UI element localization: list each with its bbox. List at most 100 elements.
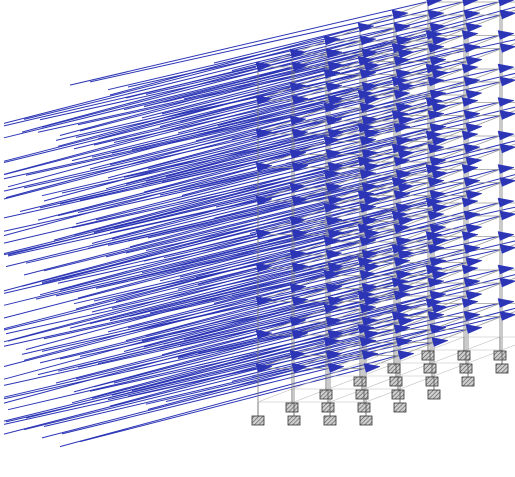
support-icon [423, 363, 437, 374]
load-arrow-icon [463, 277, 481, 288]
load-line [25, 267, 329, 350]
load-arrow-icon [255, 329, 273, 340]
load-line [3, 66, 257, 127]
load-arrow-icon [327, 296, 345, 306]
load-line [3, 275, 325, 347]
load-arrow-icon [429, 223, 447, 234]
load-arrow-icon [289, 182, 307, 193]
load-line [23, 187, 363, 276]
load-arrow-icon [499, 76, 515, 87]
load-arrow-icon [395, 169, 413, 180]
load-line [77, 53, 399, 126]
load-arrow-icon [393, 290, 411, 301]
load-line [231, 1, 499, 72]
load-line [127, 262, 395, 329]
load-line [109, 27, 359, 96]
load-arrow-icon [395, 337, 413, 347]
load-arrow-icon [465, 324, 483, 334]
load-arrow-icon [255, 128, 273, 139]
load-arrow-icon [325, 249, 343, 260]
load-arrow-icon [255, 296, 273, 306]
load-arrow-icon [461, 164, 479, 174]
load-arrow-icon [465, 89, 483, 100]
load-line [113, 154, 399, 229]
load-arrow-icon [426, 0, 443, 7]
load-arrow-icon [429, 290, 447, 301]
load-arrow-icon [323, 69, 341, 79]
load-arrow-icon [289, 249, 307, 260]
base-line [359, 349, 395, 364]
load-line [61, 200, 365, 280]
load-arrow-icon [323, 35, 341, 46]
load-arrow-icon [361, 82, 379, 92]
load-arrow-icon [397, 216, 415, 226]
load-arrow-icon [461, 231, 479, 241]
load-arrow-icon [325, 216, 343, 226]
load-arrow-icon [391, 9, 409, 20]
load-arrow-icon [291, 128, 309, 139]
load-arrow-icon [427, 210, 445, 221]
load-arrow-icon [465, 190, 483, 200]
load-arrow-icon [397, 149, 415, 159]
load-line [3, 107, 361, 192]
load-arrow-icon [327, 195, 345, 206]
load-arrow-icon [327, 61, 345, 72]
load-arrow-icon [497, 231, 515, 241]
load-line [149, 254, 399, 314]
load-line [109, 161, 431, 234]
load-line [249, 240, 515, 304]
load-line [147, 342, 397, 410]
load-line [7, 200, 257, 257]
load-arrow-icon [393, 22, 411, 33]
support-icon [287, 415, 301, 426]
load-arrow-icon [289, 149, 307, 159]
load-arrow-icon [291, 162, 309, 172]
load-line [25, 200, 293, 264]
load-arrow-icon [291, 329, 309, 340]
load-arrow-icon [327, 262, 345, 273]
load-line [69, 1, 427, 86]
load-arrow-icon [289, 316, 307, 327]
load-arrow-icon [498, 0, 515, 7]
load-line [61, 368, 329, 435]
load-line [3, 167, 257, 237]
load-line [233, 148, 501, 215]
load-line [111, 308, 433, 396]
load-arrow-icon [463, 143, 481, 154]
load-arrow-icon [291, 95, 309, 105]
load-arrow-icon [465, 290, 483, 301]
load-arrow-icon [397, 182, 415, 193]
base-line [465, 336, 501, 351]
load-line [75, 308, 361, 380]
load-arrow-icon [291, 296, 309, 306]
load-line [181, 128, 431, 196]
load-line [59, 120, 399, 205]
load-line [3, 368, 257, 425]
load-arrow-icon [465, 156, 483, 167]
load-arrow-icon [327, 162, 345, 172]
load-arrow-icon [497, 298, 515, 308]
support-icon [251, 415, 265, 426]
load-arrow-icon [431, 136, 449, 146]
load-arrow-icon [465, 56, 483, 66]
load-arrow-icon [323, 136, 341, 146]
load-arrow-icon [429, 190, 447, 200]
load-arrow-icon [325, 82, 343, 92]
load-line [75, 208, 433, 293]
support-icon [355, 389, 369, 400]
load-arrow-icon [499, 110, 515, 120]
load-line [109, 94, 395, 166]
load-arrow-icon [429, 156, 447, 167]
load-arrow-icon [359, 203, 377, 213]
load-arrow-icon [499, 311, 515, 321]
load-arrow-icon [291, 195, 309, 206]
load-arrow-icon [397, 283, 415, 293]
load-line [181, 195, 467, 266]
load-arrow-icon [363, 329, 381, 340]
load-line [3, 334, 257, 404]
load-arrow-icon [461, 130, 479, 141]
load-arrow-icon [463, 311, 481, 321]
load-arrow-icon [427, 277, 445, 288]
load-arrow-icon [289, 216, 307, 226]
